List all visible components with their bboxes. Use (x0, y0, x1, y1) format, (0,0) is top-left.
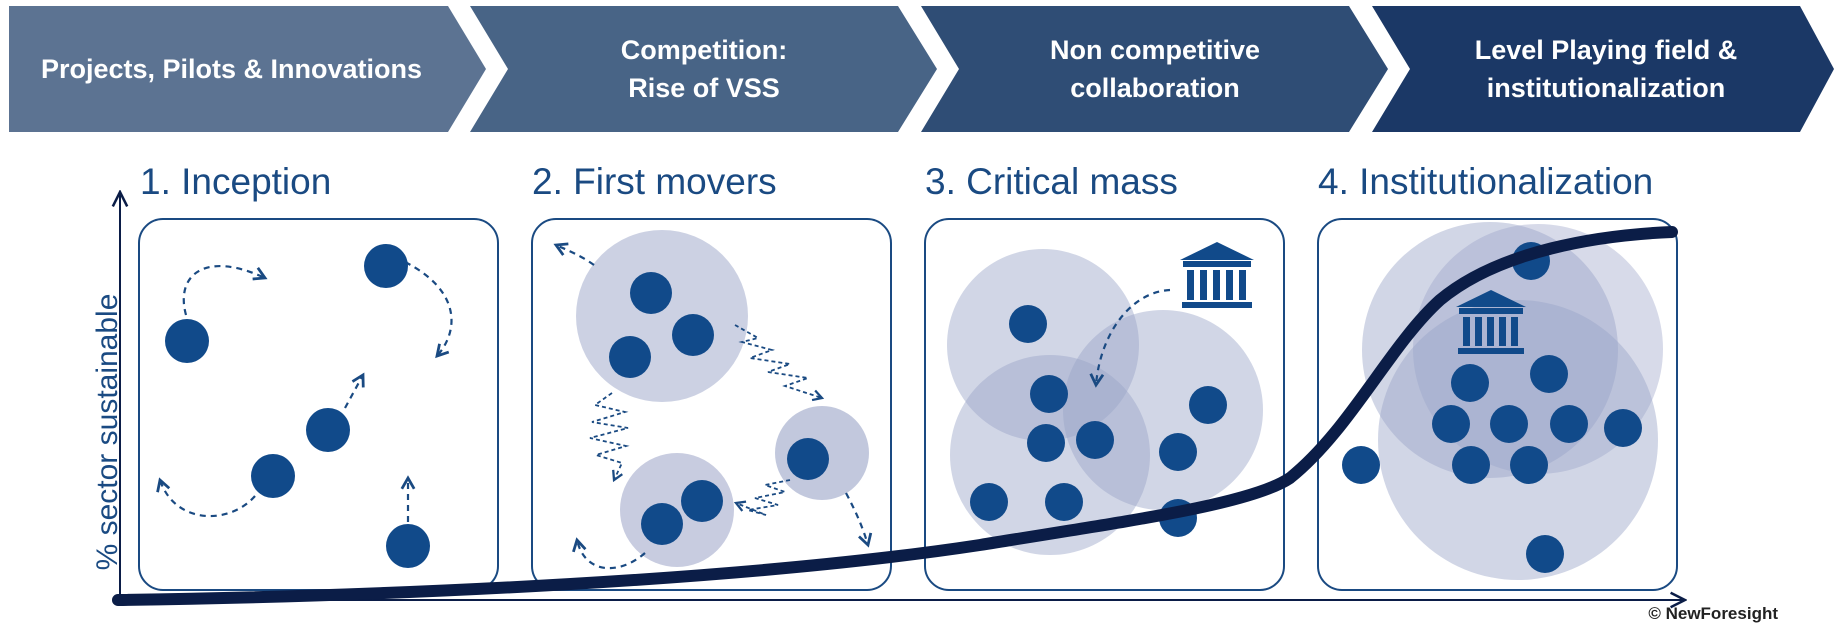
stage-4-content (1342, 222, 1663, 580)
actor-dot (1604, 409, 1642, 447)
cluster-halo (1063, 310, 1263, 510)
phase-arrow-1 (9, 6, 486, 132)
stage-box-4 (1317, 218, 1678, 591)
phase-arrow-4 (1372, 6, 1834, 132)
movement-arrow (344, 372, 365, 409)
actor-dot (1526, 535, 1564, 573)
movement-arrow (156, 477, 256, 518)
y-axis-label: % sector sustainable (91, 293, 124, 571)
actor-dot (787, 438, 829, 480)
actor-dot (386, 524, 430, 568)
actor-dot (609, 336, 651, 378)
stage-box-1 (138, 218, 499, 591)
actor-dot (630, 272, 672, 314)
stage-title-3: 3. Critical mass (925, 161, 1178, 202)
cluster-halo (576, 230, 748, 402)
stage-title-1: 1. Inception (140, 161, 332, 202)
movement-arrow (845, 492, 873, 548)
cluster-halo (1413, 224, 1663, 474)
actor-dot (1076, 421, 1114, 459)
competition-zigzag (733, 479, 791, 516)
actor-dot (681, 480, 723, 522)
stage-title-4: 4. Institutionalization (1318, 161, 1654, 202)
adoption-s-curve (112, 226, 1678, 606)
stage-2-content (553, 230, 873, 570)
actor-dot (1009, 305, 1047, 343)
movement-arrow (182, 265, 268, 316)
actor-dot (364, 244, 408, 288)
actor-dot (1451, 364, 1489, 402)
actor-dot (306, 408, 350, 452)
actor-dot (165, 319, 209, 363)
institution-building-icon (1180, 242, 1254, 308)
actor-dot (672, 314, 714, 356)
stage-title-2: 2. First movers (532, 161, 777, 202)
stage-box-2 (531, 218, 892, 591)
actor-dot (1159, 433, 1197, 471)
cluster-halo (947, 249, 1139, 441)
movement-arrow (553, 242, 595, 266)
actor-dot (641, 503, 683, 545)
phase-label-4: Level Playing field & institutionalizati… (1474, 35, 1738, 103)
actor-dot (251, 454, 295, 498)
phase-arrow-2 (470, 6, 937, 132)
actor-dot (1490, 405, 1528, 443)
actor-dot (1530, 355, 1568, 393)
movement-arrow (572, 537, 646, 570)
stage-1-content (156, 244, 453, 568)
actor-dot (1452, 446, 1490, 484)
copyright-notice: © NewForesight (1648, 604, 1778, 623)
stage-box-3 (924, 218, 1285, 591)
phase-label-1: Projects, Pilots & Innovations (40, 54, 423, 84)
influence-arrow (1089, 288, 1171, 388)
actor-dot (1510, 446, 1548, 484)
actor-dot (1045, 483, 1083, 521)
institution-building-icon (1456, 290, 1526, 354)
phase-arrow-3 (921, 6, 1388, 132)
actor-dot (1432, 405, 1470, 443)
actor-dot (1550, 405, 1588, 443)
phase-label-3: Non competitive collaboration (1049, 35, 1261, 103)
movement-arrow (404, 261, 453, 359)
competition-zigzag (734, 324, 825, 402)
actor-dot (970, 483, 1008, 521)
actor-dot (1189, 386, 1227, 424)
actor-dot (1342, 446, 1380, 484)
stage-3-content (947, 242, 1263, 555)
actor-dot (1030, 375, 1068, 413)
competition-zigzag (589, 392, 630, 483)
actor-dot (1027, 424, 1065, 462)
phase-label-2: Competition: Rise of VSS (620, 35, 788, 103)
